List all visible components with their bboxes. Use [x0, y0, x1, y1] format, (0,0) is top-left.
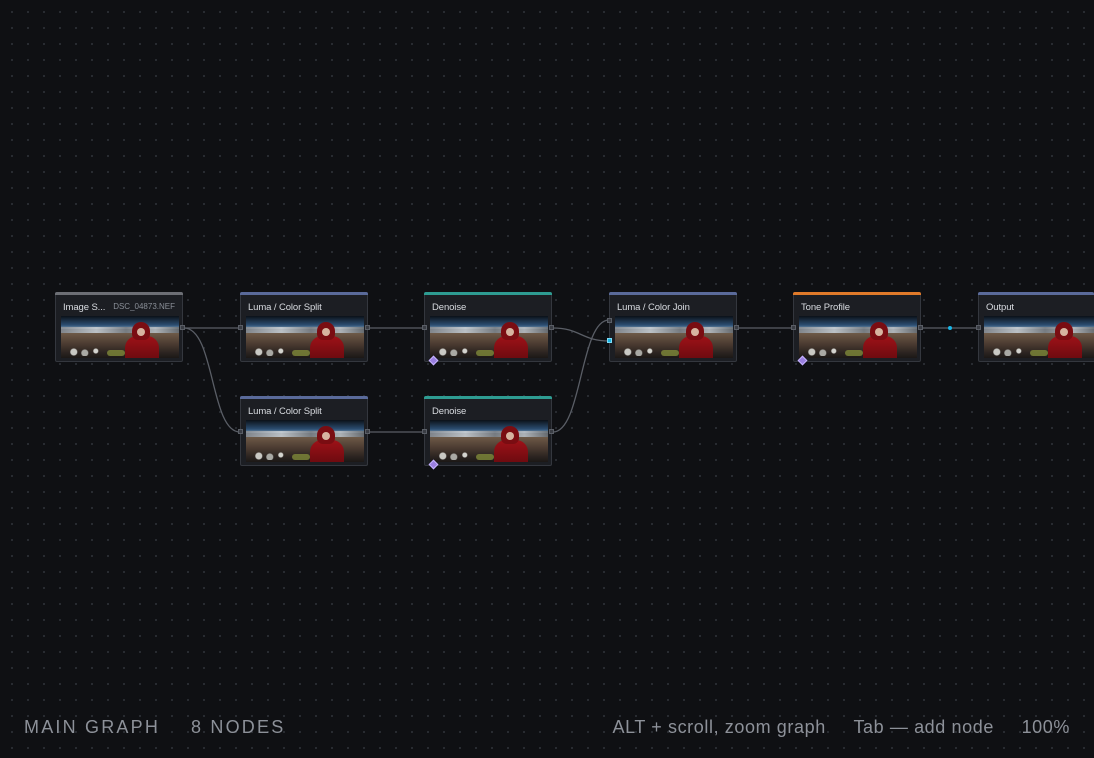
edge-flow-dot	[948, 326, 952, 330]
node-tone-profile[interactable]: Tone Profile	[791, 292, 923, 366]
node-title: Denoise	[432, 406, 467, 417]
image-thumbnail	[246, 316, 364, 358]
node-header-bar	[978, 292, 1094, 295]
node-count-label: 8 NODES	[191, 717, 286, 737]
image-thumbnail	[246, 420, 364, 462]
node-luma-color-split-2[interactable]: Luma / Color Split	[238, 396, 370, 466]
input-port[interactable]	[791, 325, 796, 330]
add-node-hint: Tab — add node	[853, 717, 994, 737]
image-thumbnail	[984, 316, 1094, 358]
node-header-bar	[424, 396, 552, 399]
edge-source-to-split-2	[183, 327, 241, 433]
output-port[interactable]	[365, 325, 370, 330]
footer-hints: ALT + scroll, zoom graph Tab — add node …	[591, 717, 1070, 738]
output-port[interactable]	[549, 325, 554, 330]
image-thumbnail	[430, 420, 548, 462]
output-port[interactable]	[918, 325, 923, 330]
node-header-bar	[793, 292, 921, 295]
input-port[interactable]	[422, 325, 427, 330]
node-header-bar	[424, 292, 552, 295]
output-port[interactable]	[549, 429, 554, 434]
node-luma-color-join[interactable]: Luma / Color Join	[607, 292, 739, 362]
output-port[interactable]	[365, 429, 370, 434]
image-thumbnail	[799, 316, 917, 358]
node-luma-color-split-1[interactable]: Luma / Color Split	[238, 292, 370, 362]
node-title: Luma / Color Split	[248, 302, 322, 313]
output-port[interactable]	[180, 325, 185, 330]
node-header-bar	[240, 396, 368, 399]
node-denoise-2[interactable]: Denoise	[422, 396, 554, 470]
graph-name-label: MAIN GRAPH	[24, 717, 161, 737]
node-title: Image S...	[63, 302, 106, 313]
luma-input-port[interactable]	[607, 318, 612, 323]
image-thumbnail	[430, 316, 548, 358]
node-title: Tone Profile	[801, 302, 850, 313]
input-port[interactable]	[422, 429, 427, 434]
node-filename: DSC_04873.NEF	[113, 302, 175, 311]
node-title: Denoise	[432, 302, 467, 313]
node-title: Output	[986, 302, 1014, 313]
image-thumbnail	[61, 316, 179, 358]
node-header-bar	[55, 292, 183, 295]
output-port[interactable]	[734, 325, 739, 330]
zoom-level[interactable]: 100%	[1021, 717, 1070, 737]
node-header-bar	[240, 292, 368, 295]
image-thumbnail	[615, 316, 733, 358]
node-output[interactable]: Output	[976, 292, 1094, 362]
node-title: Luma / Color Split	[248, 406, 322, 417]
node-denoise-1[interactable]: Denoise	[422, 292, 554, 366]
zoom-hint: ALT + scroll, zoom graph	[612, 717, 826, 737]
input-port[interactable]	[238, 325, 243, 330]
node-header-bar	[609, 292, 737, 295]
edge-denoise-2-to-join	[552, 319, 610, 433]
color-input-port[interactable]	[607, 338, 612, 343]
node-image-source[interactable]: Image S... DSC_04873.NEF	[55, 292, 185, 362]
edge-denoise-1-to-join	[552, 327, 610, 342]
input-port[interactable]	[238, 429, 243, 434]
input-port[interactable]	[976, 325, 981, 330]
node-title: Luma / Color Join	[617, 302, 690, 313]
